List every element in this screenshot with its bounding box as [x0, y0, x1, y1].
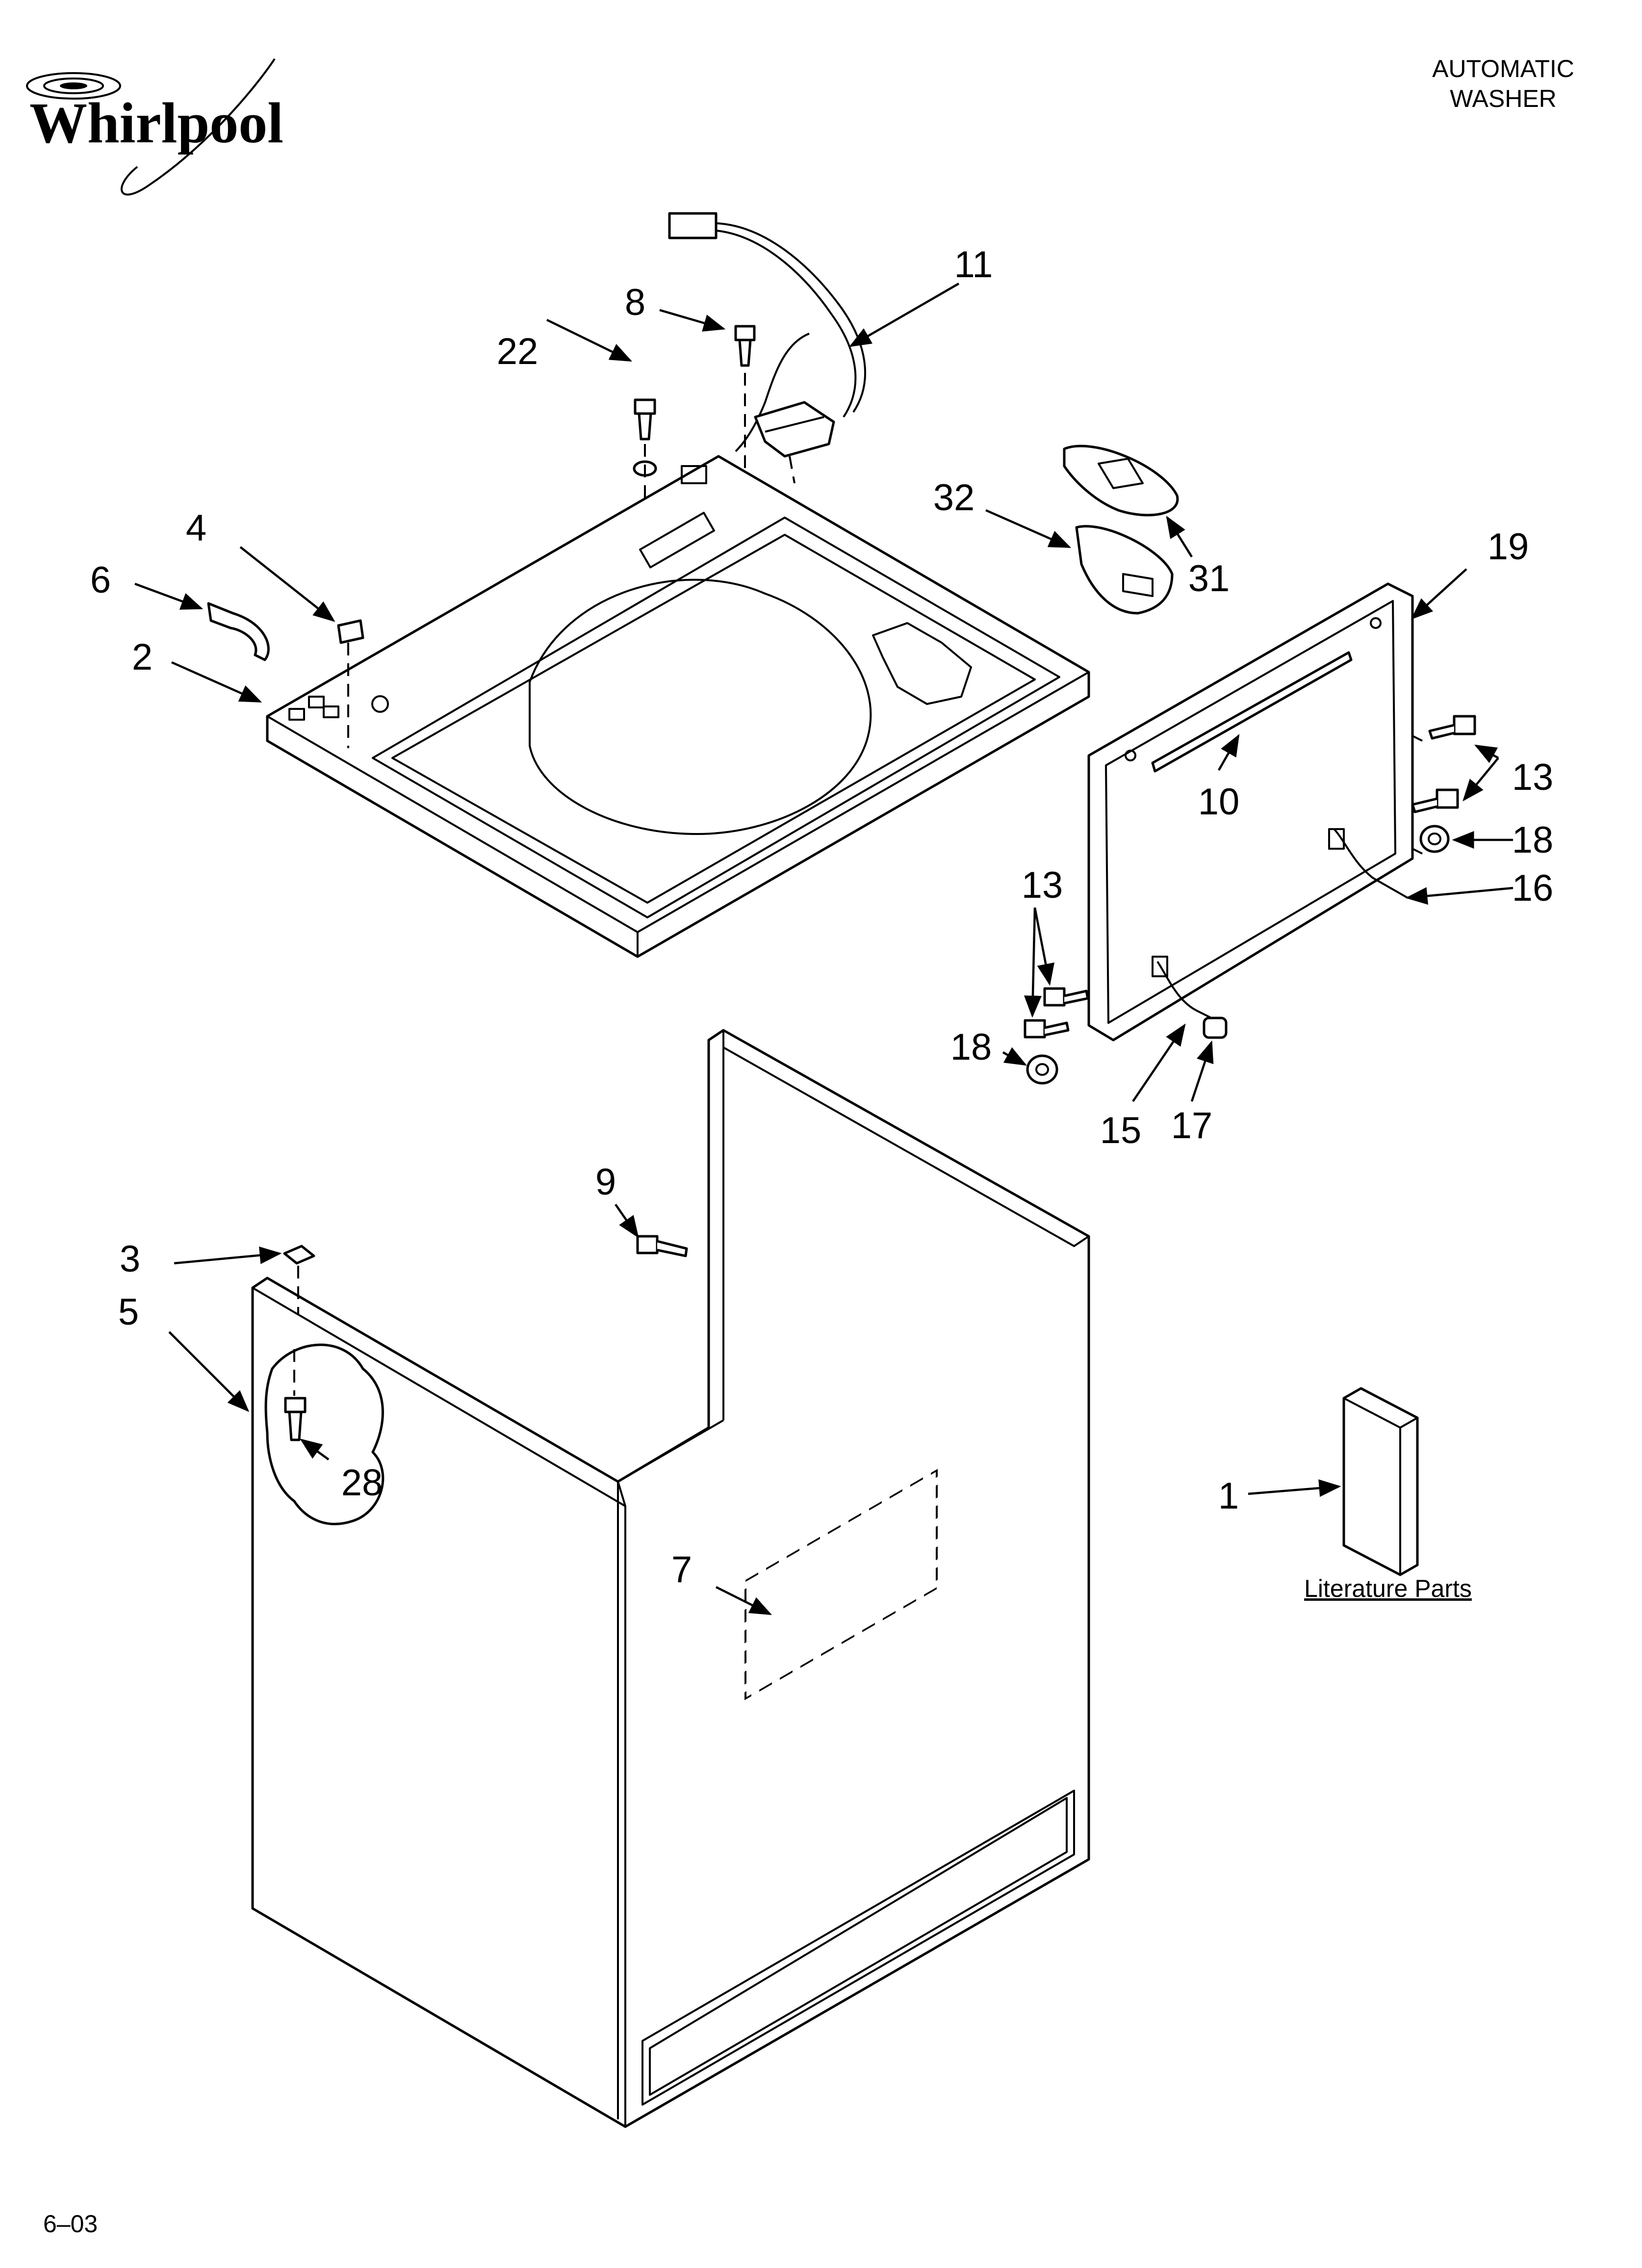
literature-parts [1342, 1387, 1419, 1576]
screw-9 [636, 1235, 688, 1257]
lid [1087, 582, 1423, 1042]
whirlpool-logo: Whirlpool [26, 58, 283, 196]
clip-4 [337, 619, 364, 748]
callout-labels: 11 8 22 32 31 19 4 6 2 10 13 18 16 13 18… [90, 244, 1553, 1590]
hinge-screw-upper-1 [1428, 715, 1476, 740]
callout-28: 28 [341, 1462, 383, 1504]
callout-6: 6 [90, 559, 111, 601]
callout-16: 16 [1512, 867, 1554, 909]
callout-32: 32 [933, 477, 975, 519]
callout-19: 19 [1488, 526, 1529, 568]
callout-4: 4 [186, 507, 206, 549]
doc-title-line2: WASHER [1450, 85, 1557, 112]
bleach-cup [1063, 444, 1179, 615]
callout-15: 15 [1100, 1110, 1142, 1151]
callout-7: 7 [671, 1549, 692, 1590]
literature-caption: Literature Parts [1304, 1575, 1472, 1602]
screw-8 [734, 325, 756, 491]
callout-2: 2 [132, 636, 153, 678]
callout-1: 1 [1218, 1475, 1239, 1517]
footer-code: 6–03 [43, 2210, 98, 2238]
callout-8: 8 [625, 282, 645, 323]
brand-wordmark: Whirlpool [29, 91, 283, 155]
callout-10: 10 [1198, 781, 1240, 823]
cabinet-cutaway [264, 1343, 385, 1525]
callout-5: 5 [118, 1291, 139, 1333]
callout-arrows [134, 283, 1514, 1616]
callout-18-upper: 18 [1512, 819, 1554, 861]
callout-31: 31 [1188, 558, 1230, 600]
clip-3 [283, 1245, 315, 1315]
callout-13-lower: 13 [1022, 864, 1063, 906]
bumper-lower [1026, 1054, 1058, 1085]
callout-3: 3 [120, 1238, 140, 1280]
hinge-screw-lower-2 [1024, 1019, 1070, 1039]
bumper-upper [1419, 825, 1450, 853]
doc-title-line1: AUTOMATIC [1432, 55, 1574, 82]
callout-11: 11 [954, 244, 993, 286]
label-area [744, 1469, 938, 1700]
callout-22: 22 [497, 331, 539, 372]
callout-9: 9 [595, 1161, 616, 1203]
hinge-screw-lower-1 [1043, 987, 1089, 1007]
callout-13-upper: 13 [1512, 756, 1554, 798]
clip-6 [207, 602, 270, 661]
screw-22 [633, 398, 657, 510]
hinge-bushing-17 [1203, 1017, 1228, 1039]
hinge-screw-upper-2 [1411, 788, 1459, 813]
callout-17: 17 [1171, 1105, 1213, 1147]
cabinet [251, 1029, 1090, 2128]
callout-18-lower: 18 [950, 1026, 992, 1068]
wire-harness [668, 212, 866, 484]
top-panel [266, 455, 1090, 958]
